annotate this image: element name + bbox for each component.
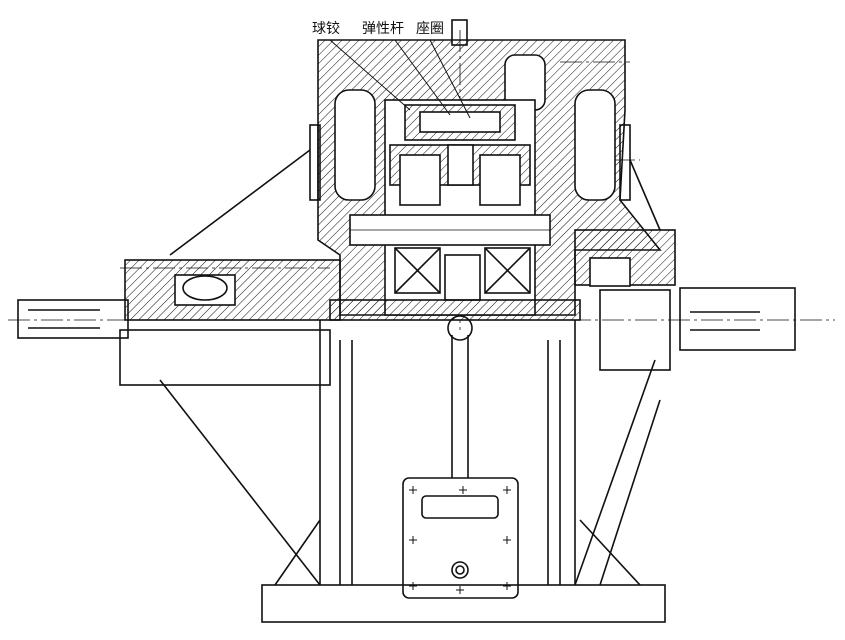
- base-plate: [261, 584, 666, 623]
- left-shaft: [17, 259, 341, 339]
- label-elastic-rod: 弹性杆: [362, 21, 404, 37]
- label-ball-joint: 球铰: [312, 21, 340, 37]
- leader-lines: [329, 39, 490, 119]
- stand: [119, 289, 671, 586]
- nameplate: [402, 477, 519, 599]
- label-seat-ring: 座圈: [416, 21, 444, 37]
- gear-housing: [169, 19, 662, 321]
